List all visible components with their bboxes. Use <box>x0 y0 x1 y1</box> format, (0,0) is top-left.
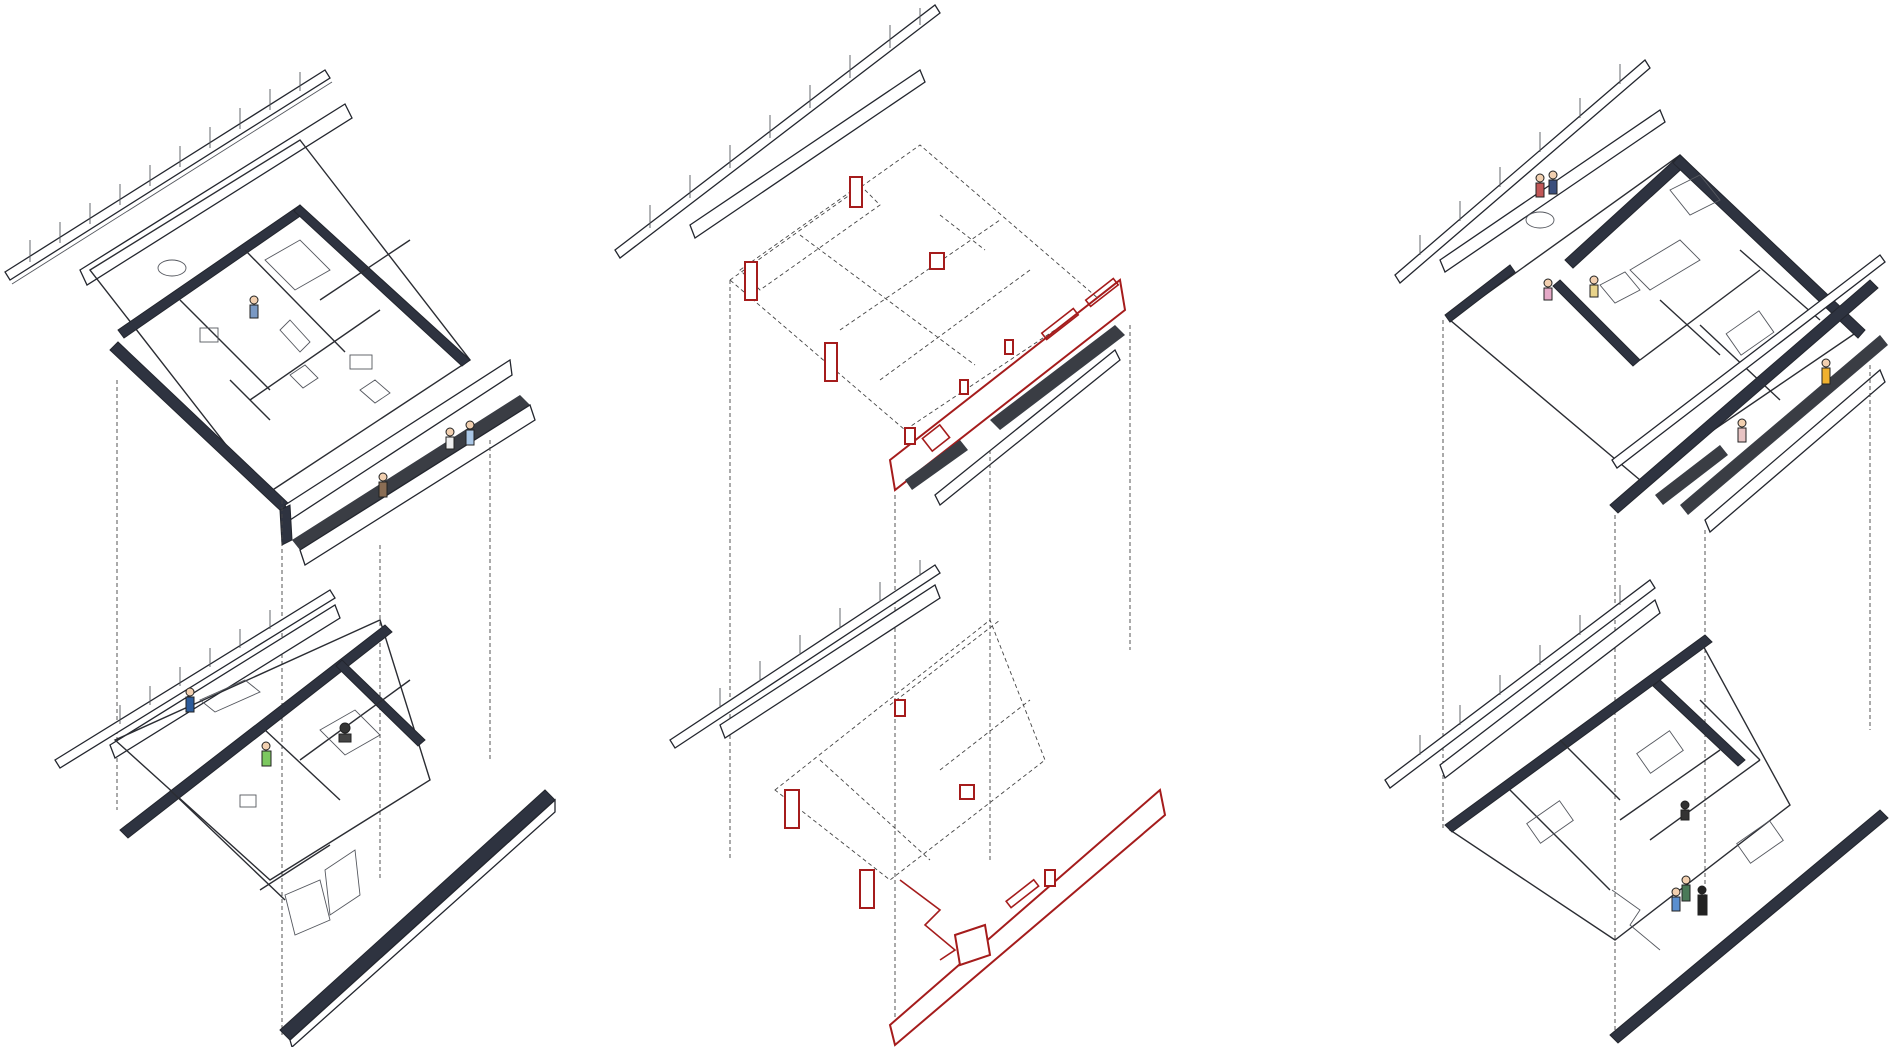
person-icon <box>338 722 352 743</box>
panel-left-lower-floor <box>54 589 556 1047</box>
person-icon <box>465 420 475 446</box>
lower-structural-highlight <box>784 699 1167 1047</box>
person-icon <box>1737 418 1747 443</box>
person-icon <box>1548 170 1558 195</box>
balcony-railing-lower <box>54 589 341 769</box>
lower-people <box>1671 800 1708 916</box>
person-icon <box>378 472 388 498</box>
west-wall <box>109 341 291 513</box>
people <box>1535 170 1831 443</box>
projection-lines-center <box>729 280 1131 1030</box>
person-icon <box>1681 875 1691 902</box>
lower-facade-wall <box>279 789 556 1041</box>
person-icon <box>445 427 455 450</box>
lower-furniture <box>1526 730 1784 951</box>
panel-center-upper-floor <box>614 4 1127 507</box>
panel-right-lower-floor <box>1384 579 1889 1044</box>
panel-left <box>4 69 556 1047</box>
furniture <box>1525 174 1775 356</box>
person-icon <box>1697 885 1708 916</box>
person-icon <box>185 687 195 713</box>
lower-partitions <box>1509 699 1761 891</box>
people <box>249 295 475 498</box>
person-icon <box>1535 173 1545 198</box>
interior-partitions <box>179 239 411 421</box>
lower-furniture <box>199 679 381 936</box>
balcony-railing <box>4 69 353 286</box>
lower-people <box>185 687 352 767</box>
balcony-railing <box>614 4 941 259</box>
lower-east-wall <box>335 659 426 747</box>
person-icon <box>1821 358 1831 385</box>
projection-lines-right <box>1442 320 1871 1040</box>
lower-north-wall <box>119 624 393 839</box>
person-icon <box>249 295 259 319</box>
person-icon <box>1680 800 1690 821</box>
north-wall <box>117 204 307 339</box>
panel-left-upper-floor <box>4 69 536 566</box>
panel-center-lower-floor <box>669 560 1167 1047</box>
panel-right <box>1384 59 1889 1044</box>
panel-center <box>614 4 1167 1047</box>
person-icon <box>1543 278 1553 301</box>
balcony-railing <box>1394 59 1651 284</box>
access-gallery <box>279 358 536 566</box>
furniture <box>157 239 391 404</box>
person-icon <box>261 741 272 767</box>
person-icon <box>1671 887 1681 912</box>
panel-right-upper-floor <box>1394 59 1888 534</box>
lower-partitions <box>169 679 411 901</box>
east-wall <box>293 204 471 367</box>
structural-walls-highlight <box>744 176 1127 492</box>
lower-floor-outline <box>113 619 431 881</box>
person-icon <box>1589 275 1599 298</box>
